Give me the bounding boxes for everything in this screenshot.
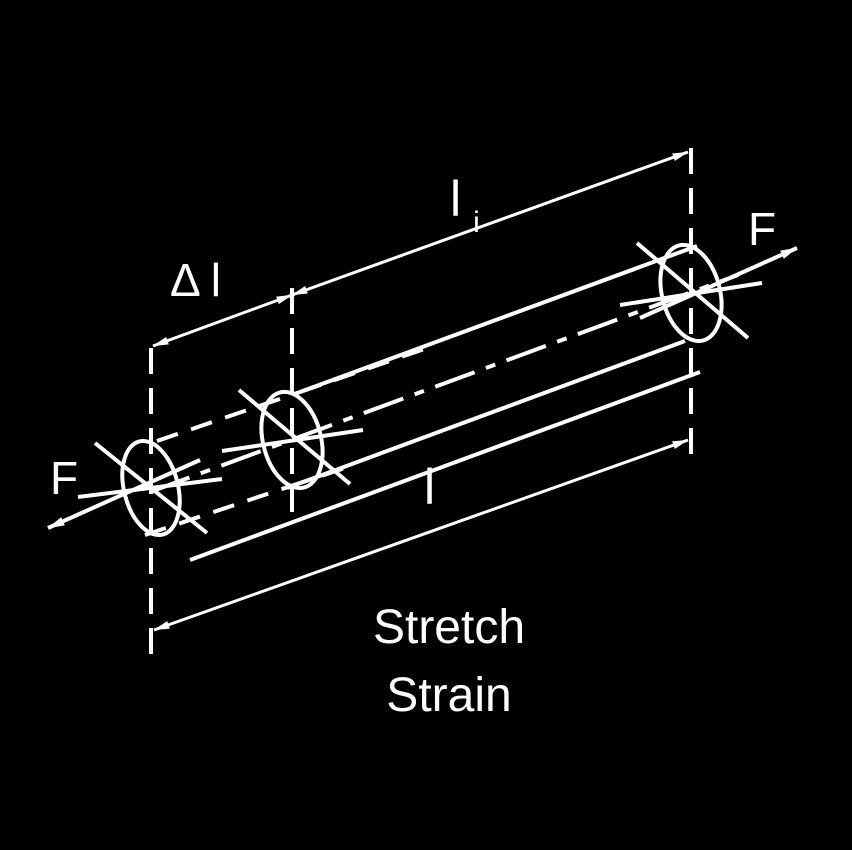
- force-arrow-right: [639, 246, 798, 320]
- dimension-line-li: [291, 150, 689, 297]
- dimension-line-delta-l: [152, 293, 293, 348]
- caption-strain: Strain: [386, 669, 512, 722]
- delta-symbol: Δ: [170, 254, 201, 306]
- label-l-original: l: [424, 459, 436, 515]
- label-delta-l: Δ l: [170, 253, 221, 307]
- center-axis-line: [149, 273, 739, 494]
- force-arrow-left: [47, 458, 201, 530]
- label-l-sub-i: l i: [450, 170, 480, 239]
- dimension-line-l: [153, 438, 689, 632]
- label-force-left: F: [50, 452, 79, 504]
- l-initial-subscript: i: [473, 206, 480, 239]
- delta-l-symbol: l: [210, 254, 221, 306]
- l-initial-symbol: l: [450, 171, 462, 227]
- caption-stretch: Stretch: [372, 601, 526, 654]
- label-force-right: F: [748, 203, 777, 255]
